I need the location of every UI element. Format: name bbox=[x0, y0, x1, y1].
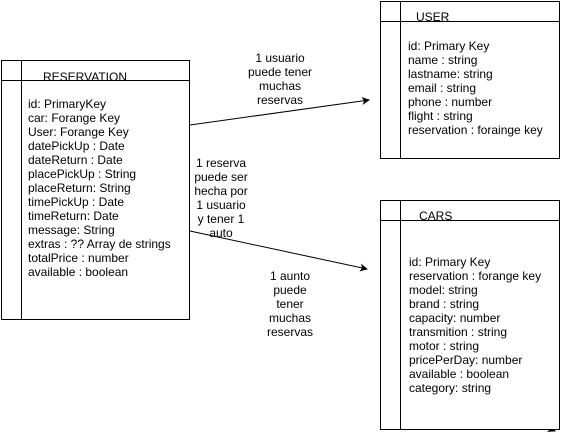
user-entity[interactable]: USER id: Primary Key name : string lastn… bbox=[380, 1, 560, 159]
cars-entity[interactable]: CARS id: Primary Key reservation : foran… bbox=[380, 200, 560, 430]
user-header-divider bbox=[381, 21, 559, 22]
cars-field: id: Primary Key bbox=[409, 255, 491, 269]
reservation-to-user-arrow bbox=[189, 97, 370, 126]
user-field: id: Primary Key bbox=[408, 39, 490, 53]
note-line: 1 usuario bbox=[196, 198, 246, 212]
reservation-field: totalPrice : number bbox=[28, 251, 129, 265]
reservation-header-divider bbox=[2, 80, 189, 81]
reservation-field: car: Forange Key bbox=[28, 111, 121, 125]
reservation-field: datePickUp : Date bbox=[28, 139, 125, 153]
user-field: email : string bbox=[408, 81, 477, 95]
reservation-field: message: String bbox=[28, 223, 115, 237]
cars-header-divider bbox=[381, 220, 559, 221]
user-relationship-note: 1 usuario puede tener muchas reservas bbox=[239, 51, 321, 107]
cars-title: CARS bbox=[419, 209, 453, 223]
note-line: 1 aunto bbox=[269, 269, 311, 283]
cars-field-list: id: Primary Key reservation : forange ke… bbox=[409, 255, 541, 395]
reservation-side-divider bbox=[21, 61, 22, 319]
reservation-field: id: PrimaryKey bbox=[28, 97, 107, 111]
user-field: flight : string bbox=[408, 109, 473, 123]
reservation-to-cars-arrow bbox=[189, 230, 368, 272]
cars-field: reservation : forange key bbox=[409, 269, 542, 283]
cars-field: motor : string bbox=[409, 339, 480, 353]
reservation-field: placeReturn: String bbox=[28, 181, 131, 195]
cars-field: available : boolean bbox=[409, 367, 510, 381]
car-relationship-note: 1 aunto puede tener muchas reservas bbox=[254, 269, 326, 339]
reservation-field-list: id: PrimaryKey car: Forange Key User: Fo… bbox=[28, 97, 171, 279]
note-line: y tener 1 bbox=[197, 212, 245, 226]
reservation-field: placePickUp : String bbox=[28, 167, 137, 181]
user-side-divider bbox=[400, 2, 401, 158]
note-line: muchas bbox=[268, 311, 312, 325]
user-field: reservation : forainge key bbox=[408, 123, 543, 137]
cars-field: capacity: number bbox=[409, 311, 501, 325]
reservation-title: RESERVATION bbox=[43, 70, 128, 84]
note-line: tener bbox=[276, 297, 304, 311]
reservation-field: extras : ?? Array de strings bbox=[28, 237, 171, 251]
note-line: muchas bbox=[258, 79, 302, 93]
note-line: hecha por bbox=[194, 184, 248, 198]
note-line: puede tener bbox=[247, 65, 313, 79]
user-field: name : string bbox=[408, 53, 478, 67]
cars-field: pricePerDay: number bbox=[409, 353, 523, 367]
note-line: puede ser bbox=[194, 170, 248, 184]
user-field-list: id: Primary Key name : string lastname: … bbox=[408, 39, 543, 137]
note-line: reservas bbox=[266, 325, 313, 339]
user-field: lastname: string bbox=[408, 67, 493, 81]
reservation-field: available : boolean bbox=[28, 265, 129, 279]
note-line: puede bbox=[273, 283, 307, 297]
note-line: 1 reserva bbox=[195, 156, 247, 170]
cars-field: category: string bbox=[409, 381, 492, 395]
cars-field: model: string bbox=[409, 283, 478, 297]
reservation-field: dateReturn : Date bbox=[28, 153, 123, 167]
cars-field: brand : string bbox=[409, 297, 480, 311]
user-title: USER bbox=[416, 10, 450, 24]
reservation-relationship-note: 1 reserva puede ser hecha por 1 usuario … bbox=[182, 156, 260, 240]
note-line: 1 usuario bbox=[255, 51, 305, 65]
note-line: reservas bbox=[256, 93, 303, 107]
note-line: auto bbox=[209, 226, 233, 240]
cars-field: transmition : string bbox=[409, 325, 508, 339]
reservation-entity[interactable]: RESERVATION id: PrimaryKey car: Forange … bbox=[1, 60, 190, 320]
user-field: phone : number bbox=[408, 95, 493, 109]
reservation-field: timeReturn: Date bbox=[28, 209, 119, 223]
reservation-field: timePickUp : Date bbox=[28, 195, 125, 209]
cars-side-divider bbox=[400, 201, 401, 429]
reservation-field: User: Forange Key bbox=[28, 125, 129, 139]
